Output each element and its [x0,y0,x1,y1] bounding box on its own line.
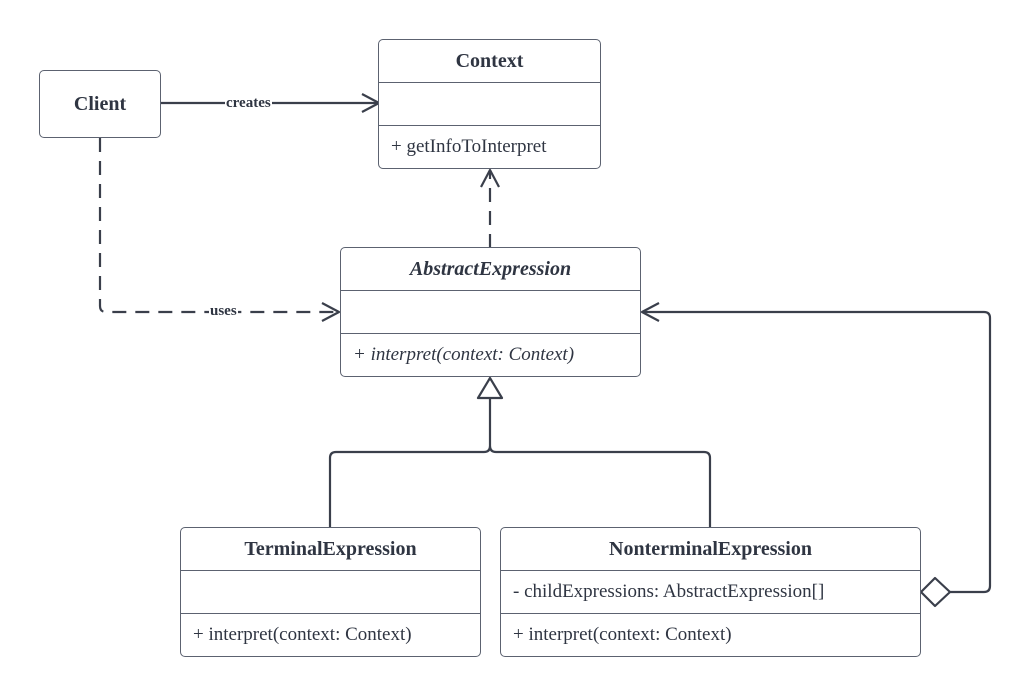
uses-relation-label: uses [209,303,238,319]
abstract-expression-class-name: AbstractExpression [341,248,640,291]
generalization-triangle-icon [476,376,504,400]
client-class-box[interactable]: Client [39,70,161,138]
uses-dependency-line [98,138,338,314]
terminal-expression-class-box[interactable]: TerminalExpression + interpret(context: … [180,527,481,657]
aggregation-line [642,310,992,594]
creates-relation-label: creates [225,95,272,111]
abstract-expression-attributes-section [341,291,640,334]
context-class-box[interactable]: Context + getInfoToInterpret [378,39,601,169]
nonterminal-expression-class-box[interactable]: NonterminalExpression - childExpressions… [500,527,921,657]
context-attributes-section [379,83,600,126]
nonterminal-expression-class-name: NonterminalExpression [501,528,920,571]
aggregation-arrowhead-icon [640,302,660,322]
nonterminal-expression-operations-section: + interpret(context: Context) [513,624,732,645]
abstract-expression-operations-section: + interpret(context: Context) [353,344,575,365]
client-class-name: Client [73,92,127,115]
terminal-expression-attributes-section [181,571,480,614]
aggregation-diamond-icon [919,576,952,608]
uses-arrowhead-icon [321,302,341,322]
nonterminal-expression-attributes-section: - childExpressions: AbstractExpression[] [501,571,920,614]
context-class-name: Context [379,40,600,83]
terminal-expression-operations-section: + interpret(context: Context) [193,624,412,645]
abstract-expression-class-box[interactable]: AbstractExpression + interpret(context: … [340,247,641,377]
generalization-tree-line [328,398,712,528]
terminal-expression-class-name: TerminalExpression [181,528,480,571]
context-dependency-arrowhead-icon [480,168,500,188]
context-operations-section: + getInfoToInterpret [391,136,547,157]
